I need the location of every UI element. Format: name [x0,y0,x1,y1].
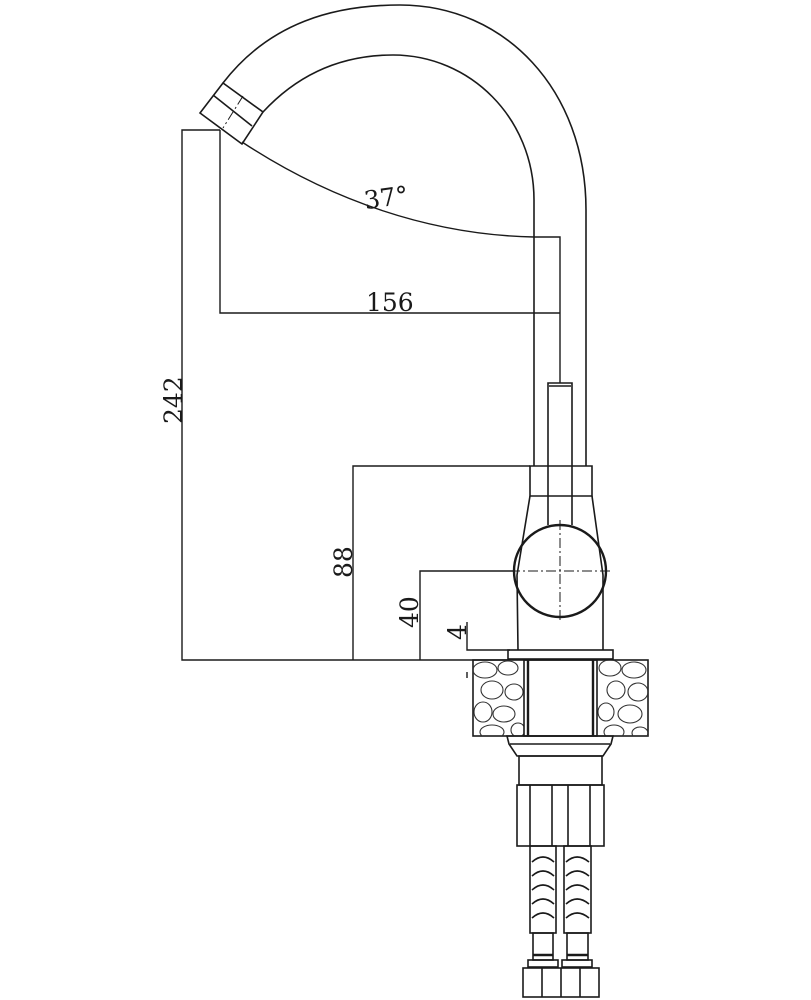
spout [198,4,587,466]
lever-handle [547,382,573,525]
body-height-label: 88 [329,546,358,578]
mounting-nut [505,735,615,757]
angle-label: 37° [362,180,410,215]
spout-aerator [198,81,265,146]
reach-dimension: 156 [219,130,560,317]
supply-hose-right [563,845,592,961]
connector-block [516,784,605,847]
supply-hose-left [529,845,557,961]
plate-label: 4 [443,624,472,640]
faucet-body [510,465,610,651]
handle-axis-label: 40 [395,596,424,628]
mounting-shank [523,659,598,737]
hex-nuts [522,959,600,998]
lower-body [518,755,603,786]
handle-axis-dimension: 40 [395,570,515,660]
countertop-section [472,659,649,737]
height-dimension: 242 [159,129,510,661]
plate-dimension: 4 [443,622,510,678]
body-height-dimension: 88 [329,465,530,660]
base-plate [507,649,614,660]
height-label: 242 [159,376,188,424]
reach-label: 156 [366,288,414,317]
spout-angle-arc [241,141,561,383]
